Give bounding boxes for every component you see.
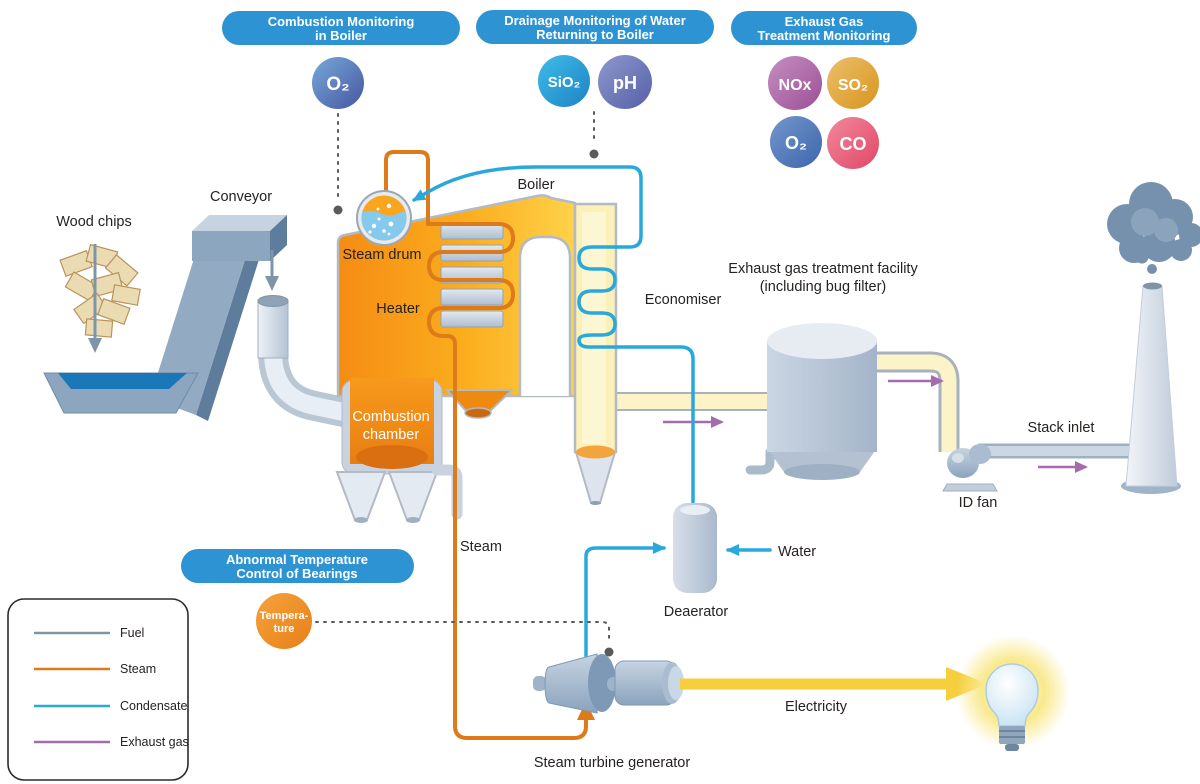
label-id-fan: ID fan [959,495,998,511]
legend-label-steam: Steam [120,662,156,676]
svg-text:SO₂: SO₂ [838,77,868,94]
pill-exhaust-line1: Exhaust Gas [785,14,864,29]
pill-bearings-line1: Abnormal Temperature [226,552,368,567]
exhaust-duct-boiler-to-vessel [609,392,771,411]
legend-label-condensate: Condensate [120,699,187,713]
steam-pipe [384,150,588,740]
labels: Wood chips Conveyor Boiler Steam drum He… [56,177,1094,771]
pill-drainage-line2: Returning to Boiler [536,27,654,42]
label-deaerator: Deaerator [664,604,729,620]
svg-text:ture: ture [274,623,295,635]
label-electricity: Electricity [785,699,848,715]
steam-drum [356,190,412,246]
label-turbine: Steam turbine generator [534,755,691,771]
boiler [335,194,618,523]
id-fan [942,444,998,492]
svg-text:NOx: NOx [779,77,812,94]
deaerator [673,503,717,593]
badge-sio2: SiO₂ [538,55,590,107]
pill-exhaust-monitoring: Exhaust Gas Treatment Monitoring [731,11,917,45]
legend-label-exhaust: Exhaust gas [120,735,189,749]
svg-text:O₂: O₂ [785,133,807,153]
svg-text:O₂: O₂ [326,74,349,95]
svg-text:pH: pH [613,73,637,93]
svg-text:SiO₂: SiO₂ [548,74,581,91]
pill-combustion-monitoring: Combustion Monitoring in Boiler [222,11,460,45]
economiser-coil [577,245,695,504]
electricity-arrow [680,667,988,701]
label-treatment-1: Exhaust gas treatment facility [728,261,918,277]
monitor-link-temperature [315,621,610,644]
label-water: Water [778,544,816,560]
badge-nox: NOx [768,56,822,110]
label-treatment-2: (including bug filter) [760,279,887,295]
label-steam: Steam [460,539,502,555]
label-steam-drum: Steam drum [343,247,422,263]
label-conveyor: Conveyor [210,189,272,205]
pill-exhaust-line2: Treatment Monitoring [758,28,891,43]
second-pass-funnel [574,451,617,504]
fuel-feed-pipe [257,295,363,428]
exhaust-duct-vessel-to-fan [872,351,960,452]
steam-serpentine [384,150,588,740]
badge-so2: SO₂ [827,57,879,109]
smoke-cloud [1107,182,1200,274]
heater-tubes [440,222,504,328]
fuel-arrows [88,244,279,353]
ash-hoppers [335,464,463,523]
monitor-dots [333,149,614,657]
condensate-turbine-to-deaerator [584,542,666,658]
stack [1121,282,1181,494]
svg-text:Tempera-: Tempera- [260,610,309,622]
label-economiser: Economiser [645,292,722,308]
badge-co: CO [827,117,879,169]
treatment-vessel [745,323,877,480]
combustion-chamber [341,378,443,475]
turbine-generator [533,653,684,714]
monitoring-pills: Combustion Monitoring in Boiler Drainage… [181,10,917,583]
light-bulb-icon [956,635,1070,751]
legend: Fuel Steam Condensate Exhaust gas [7,598,189,781]
condensate-pipes [412,165,772,658]
pill-drainage-monitoring: Drainage Monitoring of Water Returning t… [476,10,714,44]
pill-combustion-line1: Combustion Monitoring [268,14,415,29]
pill-bearings-monitoring: Abnormal Temperature Control of Bearings [181,549,414,583]
svg-text:CO: CO [840,134,867,154]
sensor-badges: O₂ SiO₂ pH NOx SO₂ O₂ CO Tempera- ture [256,55,879,649]
label-combustion-chamber-2: chamber [363,427,420,443]
label-heater: Heater [376,301,420,317]
flue-channel [518,235,572,396]
badge-o2-exhaust: O₂ [770,116,822,168]
label-combustion-chamber-1: Combustion [352,409,429,425]
pill-combustion-line2: in Boiler [315,28,367,43]
conveyor [43,215,287,421]
badge-o2-boiler: O₂ [312,57,364,109]
condensate-to-drum [412,165,643,249]
label-wood-chips: Wood chips [56,214,132,230]
badge-ph: pH [598,55,652,109]
pill-drainage-line1: Drainage Monitoring of Water [504,13,686,28]
label-stack-inlet: Stack inlet [1028,420,1095,436]
monitor-links [315,111,610,644]
wood-chips-pile [59,243,141,338]
pill-bearings-line2: Control of Bearings [236,566,357,581]
badge-temperature: Tempera- ture [256,593,312,649]
legend-label-fuel: Fuel [120,626,144,640]
label-boiler: Boiler [517,177,554,193]
